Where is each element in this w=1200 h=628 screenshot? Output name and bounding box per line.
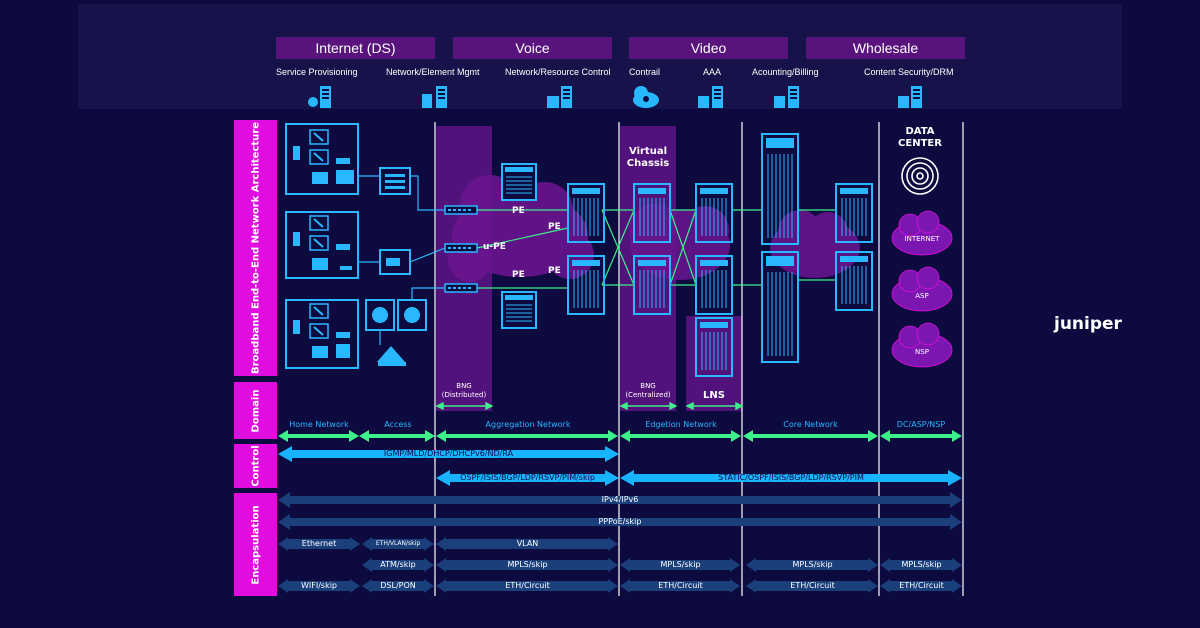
- nsp-cloud: [891, 322, 953, 368]
- pe-label-4: PE: [548, 266, 561, 276]
- domain-core: Core Network: [783, 420, 838, 429]
- encap-atm: ATM/skip: [380, 560, 416, 569]
- data-center-label: DATA CENTER: [898, 126, 942, 149]
- data-center-icon: [901, 157, 939, 195]
- service-voice: Voice: [453, 37, 612, 59]
- encap-mpls-agg: MPLS/skip: [507, 560, 548, 569]
- switch-3: [444, 283, 478, 293]
- service-wholesale: Wholesale: [806, 37, 965, 59]
- switch-1: [444, 205, 478, 215]
- encap-eth-circuit-edge: ETH/Circuit: [658, 581, 703, 590]
- encap-mpls-dc: MPLS/skip: [901, 560, 942, 569]
- server-doc-icon: [774, 86, 799, 108]
- cloud-gear-icon: [633, 86, 659, 108]
- service-video: Video: [629, 37, 788, 59]
- nsp-label: NSP: [915, 348, 929, 356]
- function-service-provisioning: Service Provisioning: [276, 67, 358, 77]
- encap-wifi: WIFI/skip: [300, 581, 338, 590]
- domain-aggregation: Aggregation Network: [485, 420, 571, 429]
- domain-home-network: Home Network: [289, 420, 349, 429]
- lns-label: LNS: [703, 390, 725, 401]
- encap-eth-circuit-agg: ETH/Circuit: [505, 581, 550, 590]
- domain-edge: Edgetion Network: [645, 420, 717, 429]
- pe-label-1: PE: [512, 206, 525, 216]
- pe-box-bottom: [501, 291, 537, 329]
- home-devices: [293, 129, 354, 358]
- side-encapsulation: Encapsulation: [234, 493, 277, 596]
- control-arrows: [278, 446, 962, 486]
- server-list-icon: [422, 86, 447, 108]
- control-label-1: IGMP/MLD/DHCP/DHCPv6/ND/RA: [383, 449, 514, 458]
- pe-label-2: PE: [548, 222, 561, 232]
- control-label-3: STATIC/OSPF/ISIS/BGP/LDP/RSVP/PIM: [718, 473, 864, 482]
- bng-centralized-label: BNG (Centralized): [625, 382, 671, 399]
- encap-pppoe: PPPoE/skip: [598, 517, 642, 526]
- encap-vlan: VLAN: [516, 539, 539, 548]
- encapsulation-arrows: [278, 492, 962, 593]
- internet-cloud: [891, 210, 953, 256]
- function-aaa: AAA: [703, 67, 722, 77]
- switch-upe: [444, 243, 478, 253]
- side-control: Control: [234, 444, 277, 488]
- domain-access: Access: [384, 420, 412, 429]
- encap-mpls-core: MPLS/skip: [792, 560, 833, 569]
- function-contrail: Contrail: [629, 67, 661, 77]
- control-label-2: OSPF/ISIS/BGP/LDP/RSVP/PIM/skip: [460, 473, 595, 482]
- side-architecture: Broadband End-to-End Network Architectur…: [234, 120, 277, 376]
- function-network-element-mgmt: Network/Element Mgmt: [386, 67, 480, 77]
- domain-arrows: [278, 430, 962, 442]
- encap-eth-circuit-dc: ETH/Circuit: [899, 581, 944, 590]
- asp-cloud: [891, 266, 953, 312]
- service-internet: Internet (DS): [276, 37, 435, 59]
- server-key-icon: [698, 86, 723, 108]
- encap-mpls-edge: MPLS/skip: [660, 560, 701, 569]
- encap-eth-vlan: ETH/VLAN/skip: [375, 540, 421, 547]
- encap-ipv4-ipv6: IPv4/IPv6: [601, 495, 639, 504]
- asp-label: ASP: [915, 292, 929, 300]
- server-gear-icon: [308, 86, 331, 108]
- function-network-resource-control: Network/Resource Control: [505, 67, 611, 77]
- function-accounting-billing: Acounting/Billing: [752, 67, 819, 77]
- juniper-logo[interactable]: juniper: [1054, 314, 1122, 334]
- server-stack-icon: [547, 86, 572, 108]
- pe-box-top: [501, 163, 537, 201]
- server-lock-icon: [898, 86, 922, 108]
- encap-eth-circuit-core: ETH/Circuit: [790, 581, 835, 590]
- internet-label: INTERNET: [904, 235, 940, 243]
- encap-dsl-pon: DSL/PON: [380, 581, 416, 590]
- function-content-security: Content Security/DRM: [864, 67, 954, 77]
- encap-ethernet: Ethernet: [301, 539, 337, 548]
- domain-dc: DC/ASP/NSP: [896, 420, 946, 429]
- side-domain: Domain: [234, 382, 277, 439]
- virtual-chassis-label: Virtual Chassis: [626, 146, 670, 169]
- pe-label-3: PE: [512, 270, 525, 280]
- upe-label: u-PE: [483, 242, 506, 252]
- bng-distributed-label: BNG (Distributed): [441, 382, 487, 399]
